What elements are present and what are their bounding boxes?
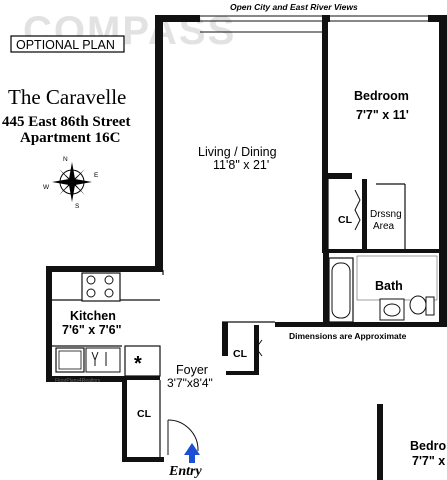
stove-icon: [81, 272, 121, 302]
dressing-line-2: Area: [373, 221, 395, 232]
building-address: 445 East 86th Street: [2, 114, 130, 130]
credit-note: FloorPlans4Realtors: [55, 378, 101, 384]
foyer-dims: 3'7"x8'4": [167, 376, 213, 390]
entry-closet-label: CL: [137, 408, 152, 420]
optional-plan-badge: OPTIONAL PLAN: [10, 35, 125, 53]
bathtub-icon: [328, 257, 354, 323]
dressing-line-1: Drssng: [370, 209, 402, 220]
living-room-dims: 11'8" x 21': [213, 158, 269, 172]
entry-arrow-icon: [184, 443, 200, 463]
entry-label: Entry: [168, 464, 202, 479]
foyer-name: Foyer: [176, 363, 208, 377]
bath-sink-icon: [379, 298, 405, 321]
building-name: The Caravelle: [8, 85, 126, 109]
doors: [167, 189, 361, 455]
svg-text:*: *: [134, 353, 142, 375]
toilet-icon: [409, 295, 435, 316]
partition-lines: [52, 179, 406, 457]
living-room-name: Living / Dining: [198, 145, 277, 159]
optional-plan-label: OPTIONAL PLAN: [16, 38, 115, 52]
bedroom-closet-label: CL: [338, 214, 353, 226]
foyer-closet-label: CL: [233, 348, 248, 360]
sink-icon: [55, 347, 85, 373]
bedroom-name: Bedroom: [354, 89, 409, 103]
partial-bedroom-name: Bedro: [410, 439, 446, 453]
windows: [200, 15, 428, 33]
partial-bedroom-dims: 7'7" x: [412, 454, 445, 468]
kitchen-dims: 7'6" x 7'6": [62, 323, 122, 337]
bath-tile-floor: [356, 255, 438, 301]
dishwasher-icon: [85, 347, 121, 373]
compass-west: W: [43, 184, 50, 191]
compass-north: N: [63, 156, 68, 163]
bath-label: Bath: [375, 279, 403, 293]
dimensions-note: Dimensions are Approximate: [289, 331, 407, 341]
compass-rose-icon: N E S W: [43, 156, 99, 210]
fridge-icon: *: [124, 345, 161, 377]
bedroom-dims: 7'7" x 11': [356, 108, 409, 122]
building-unit: Apartment 16C: [20, 130, 120, 146]
walls: [46, 15, 447, 480]
compass-east: E: [94, 172, 99, 179]
compass-south: S: [75, 203, 80, 210]
kitchen-name: Kitchen: [70, 309, 116, 323]
views-label: Open City and East River Views: [230, 2, 358, 12]
